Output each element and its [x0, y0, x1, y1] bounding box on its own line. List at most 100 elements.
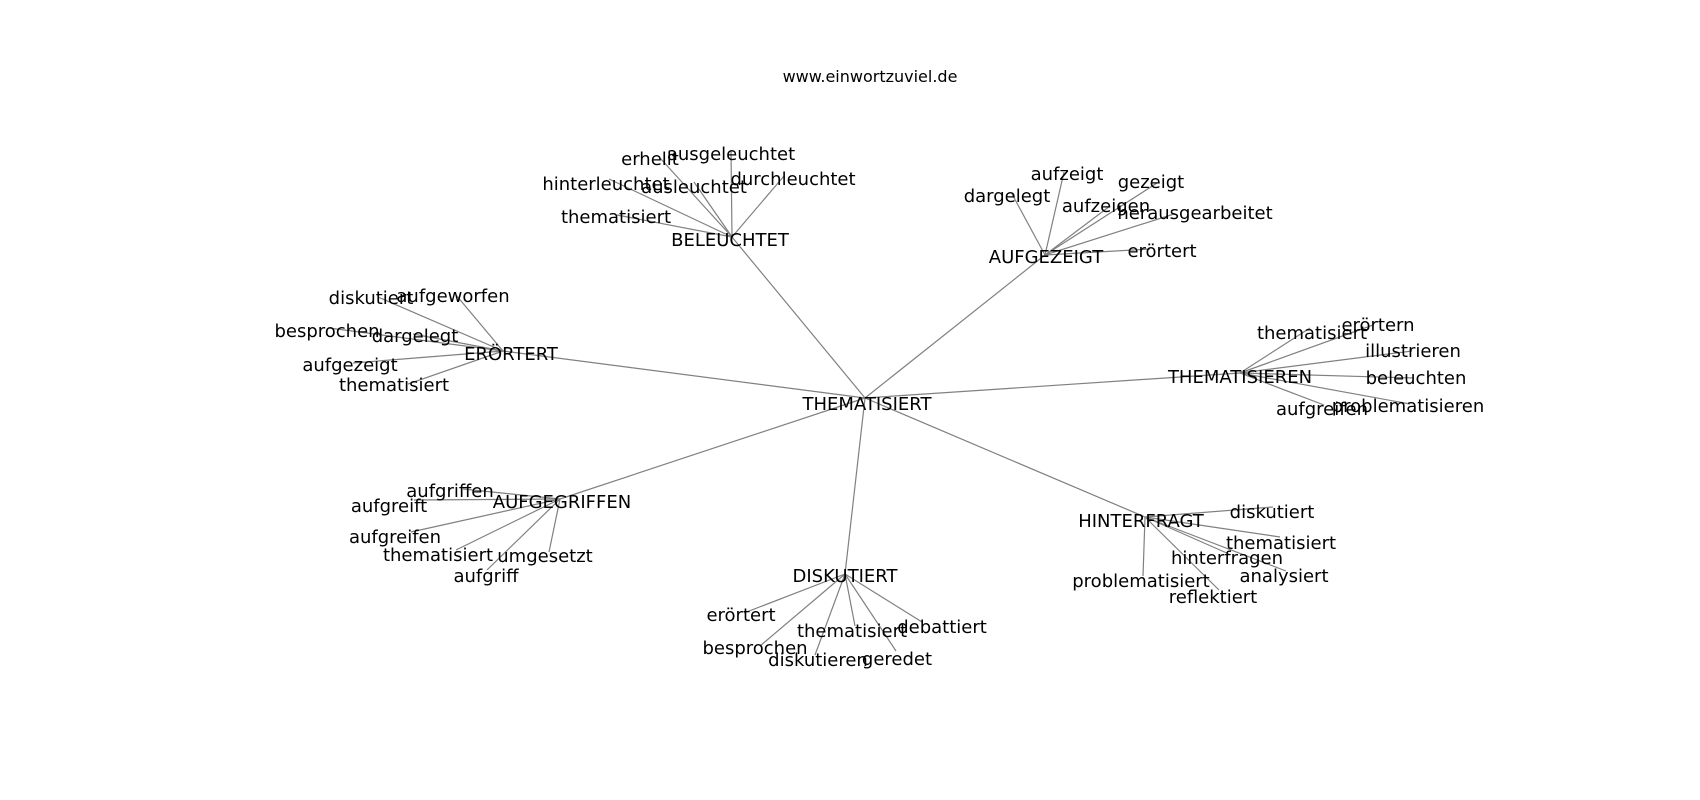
root-node-label: THEMATISIERT [802, 394, 933, 415]
leaf-node-aufgezeigt-gezeigt: gezeigt [1118, 172, 1185, 193]
edge-hinterfragt-diskutiert [1144, 506, 1274, 518]
edge-root-beleuchtet [731, 236, 866, 399]
edge-eroertert-besprochen [328, 327, 504, 352]
leaf-node-hinterfragt-thematisiert: thematisiert [1226, 533, 1336, 554]
leaf-node-hinterfragt-hinterfragen: hinterfragen [1171, 548, 1283, 569]
leaf-node-beleuchtet-erhellt: erhellt [621, 149, 679, 170]
edge-root-diskutiert [844, 397, 866, 575]
leaf-node-aufgezeigt-eroertert: erörtert [1127, 241, 1196, 262]
hub-node-thematisieren: THEMATISIEREN [1167, 367, 1312, 388]
edge-aufgegriffen-aufgreift [413, 498, 561, 501]
edge-aufgegriffen-aufgriff [486, 498, 561, 571]
leaf-node-hinterfragt-diskutiert: diskutiert [1230, 502, 1315, 523]
leaf-node-diskutiert-besprochen: besprochen [702, 638, 807, 659]
leaf-node-aufgezeigt-herausgearbeitet: herausgearbeitet [1117, 203, 1272, 224]
edge-diskutiert-debattiert [844, 573, 923, 623]
leaf-node-thematisieren-aufgreifen: aufgreifen [1276, 399, 1368, 420]
edge-aufgegriffen-thematisiert [455, 498, 561, 551]
hub-node-aufgezeigt: AUFGEZEIGT [989, 247, 1104, 268]
edge-aufgezeigt-aufzeigt [1044, 171, 1065, 256]
edge-root-thematisieren [864, 372, 1241, 399]
edge-thematisieren-aufgreifen [1239, 372, 1325, 406]
leaf-node-diskutiert-debattiert: debattiert [897, 617, 987, 638]
leaf-node-aufgezeigt-dargelegt: dargelegt [964, 186, 1051, 207]
edge-eroertert-thematisiert [407, 350, 504, 385]
edge-beleuchtet-ausgeleuchtet [730, 150, 733, 238]
edge-beleuchtet-durchleuchtet [731, 175, 785, 238]
edge-hinterfragt-hinterfragen [1144, 516, 1230, 555]
edge-eroertert-aufgeworfen [455, 294, 504, 352]
edge-diskutiert-besprochen [759, 573, 846, 647]
leaf-node-beleuchtet-ausleuchtet: ausleuchtet [641, 177, 747, 198]
leaf-node-diskutiert-geredet: geredet [862, 649, 932, 670]
leaf-node-beleuchtet-thematisiert: thematisiert [561, 207, 671, 228]
leaf-node-beleuchtet-durchleuchtet: durchleuchtet [730, 169, 855, 190]
edge-diskutiert-diskutieren [814, 573, 846, 656]
hub-node-hinterfragt: HINTERFRAGT [1078, 511, 1205, 532]
edge-thematisieren-illustrieren [1239, 350, 1413, 374]
leaf-node-hinterfragt-analysiert: analysiert [1239, 566, 1328, 587]
leaf-node-aufgegriffen-aufgreift: aufgreift [351, 496, 427, 517]
leaf-node-diskutiert-eroertert: erörtert [706, 605, 775, 626]
hub-node-beleuchtet: BELEUCHTET [671, 230, 790, 251]
leaf-node-diskutiert-diskutieren: diskutieren [768, 650, 868, 671]
edge-eroertert-dargelegt [412, 333, 504, 352]
edge-eroertert-diskutiert [377, 296, 504, 352]
leaf-node-aufgezeigt-aufzeigt: aufzeigt [1031, 164, 1104, 185]
leaf-node-eroertert-aufgeworfen: aufgeworfen [396, 286, 509, 307]
leaf-node-eroertert-diskutiert: diskutiert [329, 288, 414, 309]
hub-node-diskutiert: DISKUTIERT [793, 566, 899, 587]
leaf-node-eroertert-thematisiert: thematisiert [339, 375, 449, 396]
edge-aufgegriffen-aufgriffen [462, 488, 561, 500]
leaf-node-eroertert-aufgezeigt: aufgezeigt [302, 355, 397, 376]
leaf-node-thematisieren-beleuchten: beleuchten [1366, 368, 1467, 389]
leaf-node-hinterfragt-reflektiert: reflektiert [1169, 587, 1258, 608]
leaf-node-beleuchtet-hinterleuchtet: hinterleuchtet [542, 174, 669, 195]
leaf-node-aufgezeigt-aufzeigen: aufzeigen [1062, 196, 1150, 217]
edge-hinterfragt-problematisiert [1142, 516, 1146, 577]
leaf-node-aufgegriffen-umgesetzt: umgesetzt [497, 546, 592, 567]
leaf-node-thematisieren-problematisieren: problematisieren [1332, 396, 1485, 417]
hub-node-aufgegriffen: AUFGEGRIFFEN [493, 492, 631, 513]
edge-aufgezeigt-gezeigt [1044, 182, 1158, 256]
leaf-node-thematisieren-illustrieren: illustrieren [1365, 341, 1461, 362]
edge-thematisieren-thematisiert [1239, 327, 1311, 374]
edge-aufgezeigt-aufzeigen [1044, 205, 1111, 256]
site-url: www.einwortzuviel.de [783, 67, 958, 86]
leaf-node-thematisieren-eroertern: erörtern [1341, 315, 1414, 336]
edge-beleuchtet-thematisiert [616, 214, 733, 238]
edge-hinterfragt-thematisiert [1144, 516, 1281, 538]
edge-beleuchtet-erhellt [659, 157, 733, 238]
leaf-node-eroertert-besprochen: besprochen [274, 321, 379, 342]
edge-root-hinterfragt [864, 397, 1146, 518]
leaf-node-thematisieren-thematisiert: thematisiert [1257, 323, 1367, 344]
edge-diskutiert-geredet [844, 573, 897, 652]
labels-layer: THEMATISIERT BELEUCHTET erhelltausgeleucht… [274, 144, 1484, 671]
edge-root-aufgegriffen [559, 397, 866, 500]
edge-aufgezeigt-dargelegt [1011, 193, 1046, 256]
edge-thematisieren-beleuchten [1239, 372, 1415, 379]
edge-thematisieren-eroertern [1239, 324, 1374, 374]
leaf-node-hinterfragt-problematisiert: problematisiert [1072, 571, 1209, 592]
leaf-node-aufgegriffen-aufgreifen: aufgreifen [349, 527, 441, 548]
leaf-node-diskutiert-thematisiert: thematisiert [797, 621, 907, 642]
edge-aufgezeigt-eroertert [1044, 248, 1151, 256]
leaf-node-aufgegriffen-aufgriff: aufgriff [453, 566, 519, 587]
edge-diskutiert-eroertert [743, 573, 846, 614]
edge-eroertert-aufgezeigt [352, 350, 504, 364]
edge-aufgegriffen-aufgreifen [410, 498, 561, 533]
edge-hinterfragt-reflektiert [1144, 516, 1220, 591]
edge-beleuchtet-hinterleuchtet [608, 178, 733, 238]
edge-hinterfragt-analysiert [1144, 516, 1287, 572]
edge-root-aufgezeigt [864, 254, 1046, 399]
leaf-node-aufgegriffen-aufgriffen: aufgriffen [406, 481, 494, 502]
leaf-node-beleuchtet-ausgeleuchtet: ausgeleuchtet [667, 144, 795, 165]
hub-node-eroertert: ERÖRTERT [464, 343, 559, 365]
edge-beleuchtet-ausleuchtet [693, 181, 733, 238]
edge-aufgezeigt-herausgearbeitet [1044, 213, 1175, 256]
leaf-node-aufgegriffen-thematisiert: thematisiert [383, 545, 493, 566]
edge-diskutiert-thematisiert [844, 573, 856, 627]
edge-aufgegriffen-umgesetzt [548, 498, 561, 553]
edges-layer [328, 150, 1415, 656]
